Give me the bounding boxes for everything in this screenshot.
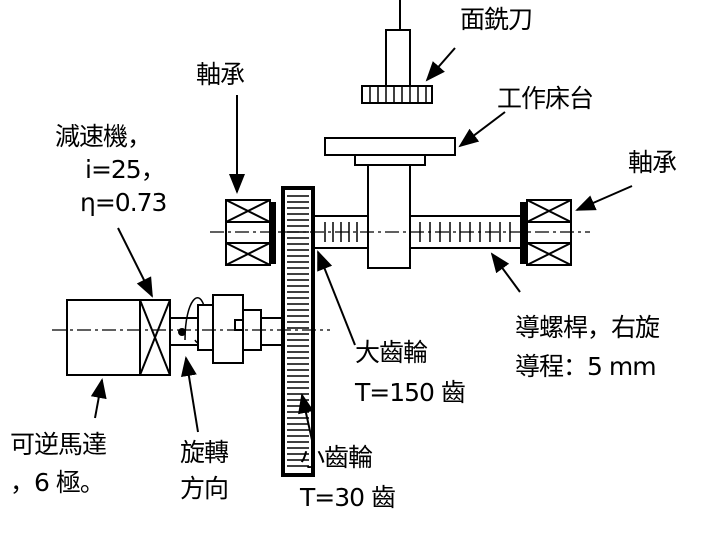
label-work-table: 工作床台 xyxy=(497,84,594,113)
face-mill xyxy=(361,0,433,104)
label-lead-screw-lead: 導程：5 mm xyxy=(515,352,657,381)
label-reducer-efficiency: η=0.73 xyxy=(80,188,167,217)
shaft-coupling xyxy=(170,294,285,364)
label-large-gear-teeth: T=150 齒 xyxy=(355,378,466,407)
label-rotation-direction: 方向 xyxy=(180,474,229,503)
label-bearing-left: 軸承 xyxy=(196,60,245,89)
label-small-gear-teeth: T=30 齒 xyxy=(300,483,396,512)
label-motor-poles: ，6 極。 xyxy=(10,468,105,497)
label-reducer-ratio: i=25， xyxy=(85,155,166,184)
motor xyxy=(66,299,141,376)
label-lead-screw: 導螺桿，右旋 xyxy=(515,313,660,342)
label-reducer-name: 減速機， xyxy=(55,122,152,151)
label-small-gear: 小齒輪 xyxy=(300,443,373,472)
label-bearing-right: 軸承 xyxy=(628,148,677,177)
label-rotation: 旋轉 xyxy=(180,438,229,467)
label-large-gear: 大齒輪 xyxy=(355,338,428,367)
label-motor: 可逆馬達 xyxy=(10,430,107,459)
large-gear xyxy=(281,186,315,477)
reducer xyxy=(139,299,171,376)
center-lines xyxy=(52,231,590,331)
leader-arrows xyxy=(90,47,633,441)
label-face-mill: 面銑刀 xyxy=(460,5,533,34)
